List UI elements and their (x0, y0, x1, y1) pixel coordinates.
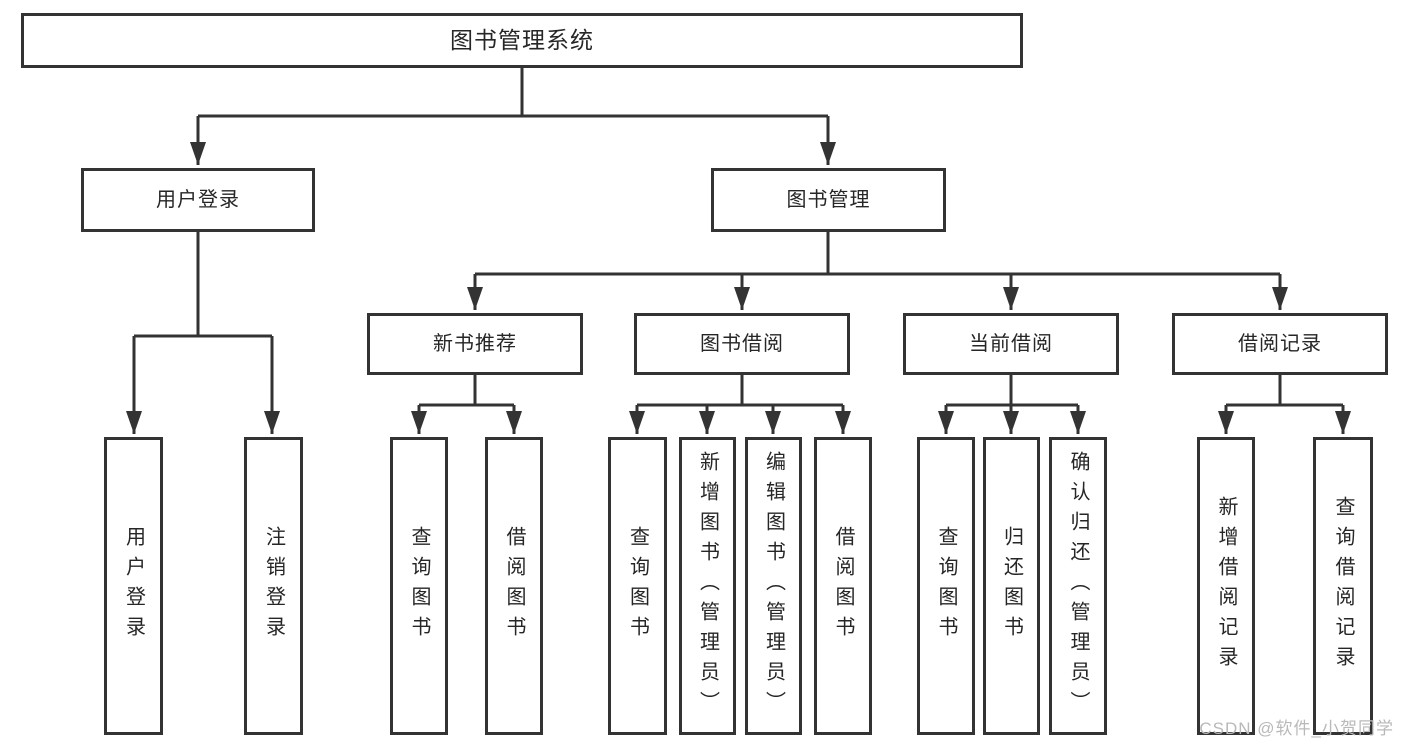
node-root-label: 图书管理系统 (450, 27, 594, 53)
leaf-query-book-1: 查询图书 (390, 437, 448, 735)
node-borrow-record-label: 借阅记录 (1238, 333, 1322, 355)
leaf-user-login: 用户登录 (104, 437, 163, 735)
node-book-mgmt: 图书管理 (711, 168, 946, 232)
leaf-query-book-3-label: 查询图书 (935, 526, 957, 646)
leaf-user-login-label: 用户登录 (122, 526, 145, 646)
leaf-borrow-book-1: 借阅图书 (485, 437, 543, 735)
leaf-add-book-label: 新增图书（管理员） (696, 451, 719, 721)
node-current-borrow-label: 当前借阅 (969, 333, 1053, 355)
node-user-login: 用户登录 (81, 168, 315, 232)
node-book-borrow-label: 图书借阅 (700, 333, 784, 355)
leaf-add-record: 新增借阅记录 (1197, 437, 1255, 735)
leaf-query-book-2: 查询图书 (608, 437, 667, 735)
leaf-logout-label: 注销登录 (262, 526, 285, 646)
leaf-confirm-return-label: 确认归还（管理员） (1067, 451, 1089, 721)
node-user-login-label: 用户登录 (156, 189, 240, 211)
leaf-edit-book: 编辑图书（管理员） (745, 437, 802, 735)
node-book-borrow: 图书借阅 (634, 313, 850, 375)
leaf-add-book: 新增图书（管理员） (679, 437, 736, 735)
connector-group (126, 68, 1351, 434)
node-root: 图书管理系统 (21, 13, 1023, 68)
node-new-book-rec: 新书推荐 (367, 313, 583, 375)
leaf-edit-book-label: 编辑图书（管理员） (762, 451, 785, 721)
leaf-add-record-label: 新增借阅记录 (1215, 496, 1237, 676)
leaf-return-book-label: 归还图书 (1000, 526, 1023, 646)
leaf-query-book-3: 查询图书 (917, 437, 975, 735)
leaf-logout: 注销登录 (244, 437, 303, 735)
node-borrow-record: 借阅记录 (1172, 313, 1388, 375)
leaf-query-book-1-label: 查询图书 (408, 526, 430, 646)
node-current-borrow: 当前借阅 (903, 313, 1119, 375)
leaf-borrow-book-2: 借阅图书 (814, 437, 872, 735)
node-new-book-rec-label: 新书推荐 (433, 333, 517, 355)
leaf-query-record-label: 查询借阅记录 (1332, 496, 1354, 676)
leaf-return-book: 归还图书 (983, 437, 1040, 735)
leaf-borrow-book-1-label: 借阅图书 (503, 526, 525, 646)
node-book-mgmt-label: 图书管理 (786, 189, 871, 211)
leaf-confirm-return: 确认归还（管理员） (1049, 437, 1107, 735)
leaf-query-record: 查询借阅记录 (1313, 437, 1373, 735)
leaf-borrow-book-2-label: 借阅图书 (832, 526, 854, 646)
leaf-query-book-2-label: 查询图书 (626, 526, 649, 646)
